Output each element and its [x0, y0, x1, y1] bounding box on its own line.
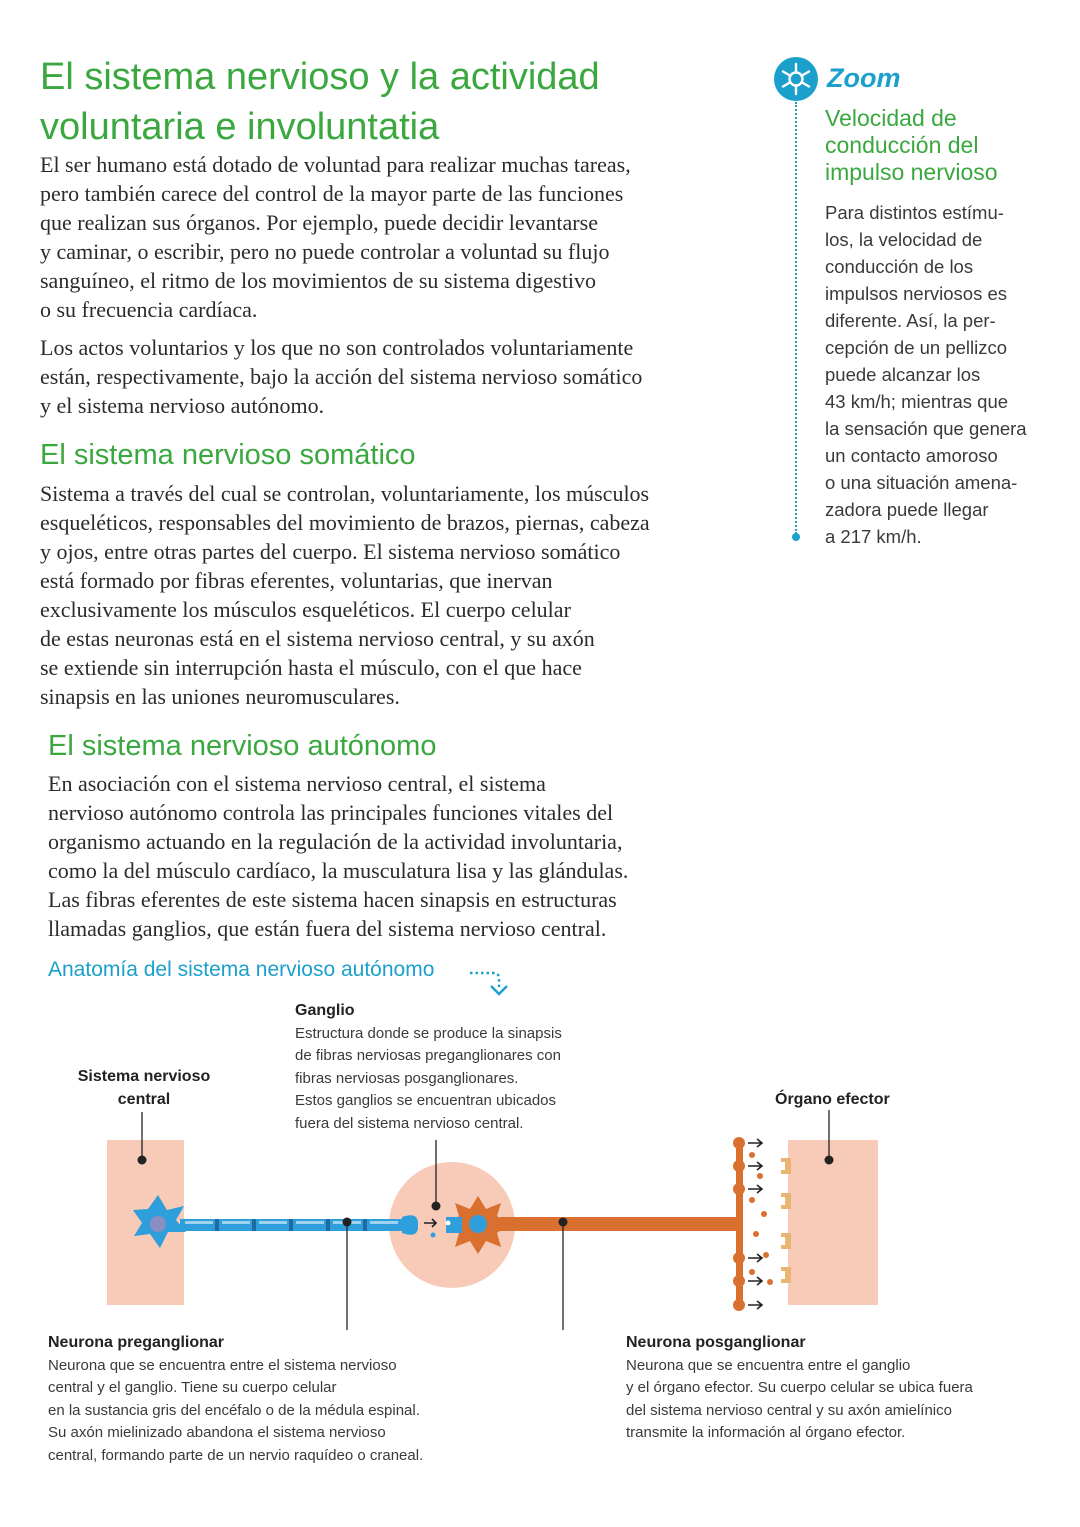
postganglionic-label: Neurona posganglionar Neurona que se enc…: [626, 1332, 973, 1445]
postganglionic-text-line: transmite la información al órgano efect…: [626, 1424, 906, 1441]
preganglionic-text-line: central, formando parte de un nervio raq…: [48, 1446, 424, 1464]
autonomic-heading: El sistema nervioso autónomo: [48, 730, 437, 762]
preganglionic-text-line: Neurona que se encuentra entre el sistem…: [48, 1356, 397, 1374]
cns-label-line: Sistema nervioso: [77, 1068, 211, 1085]
zoom-line: un contacto amoroso: [825, 445, 998, 466]
zoom-dotted-line: [795, 102, 797, 534]
snowflake-zoom-icon: [774, 57, 818, 101]
zoom-line: los, la velocidad de: [825, 229, 983, 250]
text-line: que realizan sus órganos. Por ejemplo, p…: [40, 210, 598, 235]
caption-pointer-arrow-icon: [470, 971, 508, 996]
text-line: está formado por fibras eferentes, volun…: [40, 568, 553, 593]
page-title: El sistema nervioso y la actividad volun…: [40, 52, 740, 152]
zoom-line: diferente. Así, la per-: [825, 310, 996, 331]
ganglion-text-line: fuera del sistema nervioso central.: [295, 1114, 524, 1132]
zoom-title-line: conducción del: [825, 132, 979, 158]
leader-lines: [141, 1110, 830, 1330]
text-line: como la del músculo cardíaco, la muscula…: [48, 858, 629, 883]
postganglionic-title: Neurona posganglionar: [626, 1334, 806, 1351]
text-line: o su frecuencia cardíaca.: [40, 297, 258, 322]
preganglionic-text-line: en la sustancia gris del encéfalo o de l…: [48, 1401, 420, 1419]
zoom-body: Para distintos estímu- los, la velocidad…: [825, 199, 1027, 550]
zoom-line: impulsos nerviosos es: [825, 283, 1007, 304]
text-line: organismo actuando en la regulación de l…: [48, 829, 623, 854]
zoom-line: a 217 km/h.: [825, 526, 922, 547]
zoom-label: Zoom: [827, 63, 901, 93]
autonomic-paragraph: En asociación con el sistema nervioso ce…: [48, 769, 628, 943]
intro-paragraph-2: Los actos voluntarios y los que no son c…: [40, 333, 642, 420]
text-line: En asociación con el sistema nervioso ce…: [48, 771, 546, 796]
text-line: están, respectivamente, bajo la acción d…: [40, 364, 643, 389]
ganglion-synapse: [424, 1218, 451, 1238]
ganglion-text-line: de fibras nerviosas preganglionares con: [295, 1047, 561, 1064]
zoom-line: o una situación amena-: [825, 472, 1018, 493]
text-line: Sistema a través del cual se controlan, …: [40, 481, 650, 506]
somatic-paragraph: Sistema a través del cual se controlan, …: [40, 479, 650, 711]
postganglionic-text-line: y el órgano efector. Su cuerpo celular s…: [626, 1379, 973, 1396]
preganglionic-title: Neurona preganglionar: [48, 1334, 225, 1351]
text-line: Las fibras eferentes de este sistema hac…: [48, 887, 617, 912]
zoom-line: conducción de los: [825, 256, 974, 277]
ganglion-title: Ganglio: [295, 1002, 355, 1019]
text-line: de estas neuronas está en el sistema ner…: [40, 626, 595, 651]
text-line: exclusivamente los músculos esqueléticos…: [40, 597, 571, 622]
zoom-title: Velocidad de conducción del impulso nerv…: [825, 105, 998, 186]
preganglionic-text-line: central y el ganglio. Tiene su cuerpo ce…: [48, 1379, 337, 1396]
ganglion-text-line: fibras nerviosas posganglionares.: [295, 1069, 519, 1087]
somatic-heading: El sistema nervioso somático: [40, 439, 416, 471]
cns-label: Sistema nervioso central: [72, 1066, 216, 1111]
preganglionic-label: Neurona preganglionar Neurona que se enc…: [48, 1332, 423, 1467]
cns-label-line: central: [117, 1090, 171, 1108]
figure-caption: Anatomía del sistema nervioso autónomo: [48, 958, 435, 981]
title-line: voluntaria e involuntatia: [40, 106, 440, 148]
text-line: sanguíneo, el ritmo de los movimientos d…: [40, 268, 597, 293]
ganglion-text-line: Estos ganglios se encuentran ubicados: [295, 1092, 557, 1109]
preganglionic-text-line: Su axón mielinizado abandona el sistema …: [48, 1424, 386, 1441]
text-line: esqueléticos, responsables del movimient…: [40, 510, 650, 535]
zoom-line: la sensación que genera: [825, 418, 1027, 439]
text-line: se extiende sin interrupción hasta el mú…: [40, 655, 582, 680]
postganglionic-text-line: Neurona que se encuentra entre el gangli…: [626, 1356, 911, 1374]
zoom-title-line: Velocidad de: [825, 105, 957, 131]
effector-receptors: [781, 1158, 791, 1283]
zoom-line: zadora puede llegar: [825, 499, 989, 520]
text-line: nervioso autónomo controla las principal…: [48, 800, 614, 825]
zoom-line: Para distintos estímu-: [825, 202, 1004, 223]
effector-label: Órgano efector: [775, 1089, 890, 1112]
text-line: y ojos, entre otras partes del cuerpo. E…: [40, 539, 621, 564]
zoom-line: cepción de un pellizco: [825, 337, 1008, 358]
text-line: Los actos voluntarios y los que no son c…: [40, 335, 634, 360]
leader-dots: [137, 1155, 834, 1227]
effector-title: Órgano efector: [775, 1091, 890, 1108]
text-line: llamadas ganglios, que están fuera del s…: [48, 916, 607, 941]
intro-paragraph-1: El ser humano está dotado de voluntad pa…: [40, 150, 631, 324]
autonomic-diagram: [107, 1110, 878, 1330]
zoom-line: 43 km/h; mientras que: [825, 391, 1009, 412]
ganglion-label: Ganglio Estructura donde se produce la s…: [295, 1000, 562, 1135]
text-line: sinapsis en las uniones neuromusculares.: [40, 684, 400, 709]
title-line: El sistema nervioso y la actividad: [40, 56, 600, 98]
text-line: pero también carece del control de la ma…: [40, 181, 624, 206]
text-line: y caminar, o escribir, pero no puede con…: [40, 239, 610, 264]
effector-organ-block: [788, 1140, 878, 1305]
ganglion-text-line: Estructura donde se produce la sinapsis: [295, 1024, 562, 1042]
zoom-line-end-dot: [792, 533, 800, 541]
zoom-title-line: impulso nervioso: [825, 159, 998, 185]
postganglionic-text-line: del sistema nervioso central y su axón a…: [626, 1401, 952, 1419]
text-line: El ser humano está dotado de voluntad pa…: [40, 152, 631, 177]
text-line: y el sistema nervioso autónomo.: [40, 393, 325, 418]
postganglionic-neuron: [446, 1137, 773, 1311]
zoom-line: puede alcanzar los: [825, 364, 981, 385]
